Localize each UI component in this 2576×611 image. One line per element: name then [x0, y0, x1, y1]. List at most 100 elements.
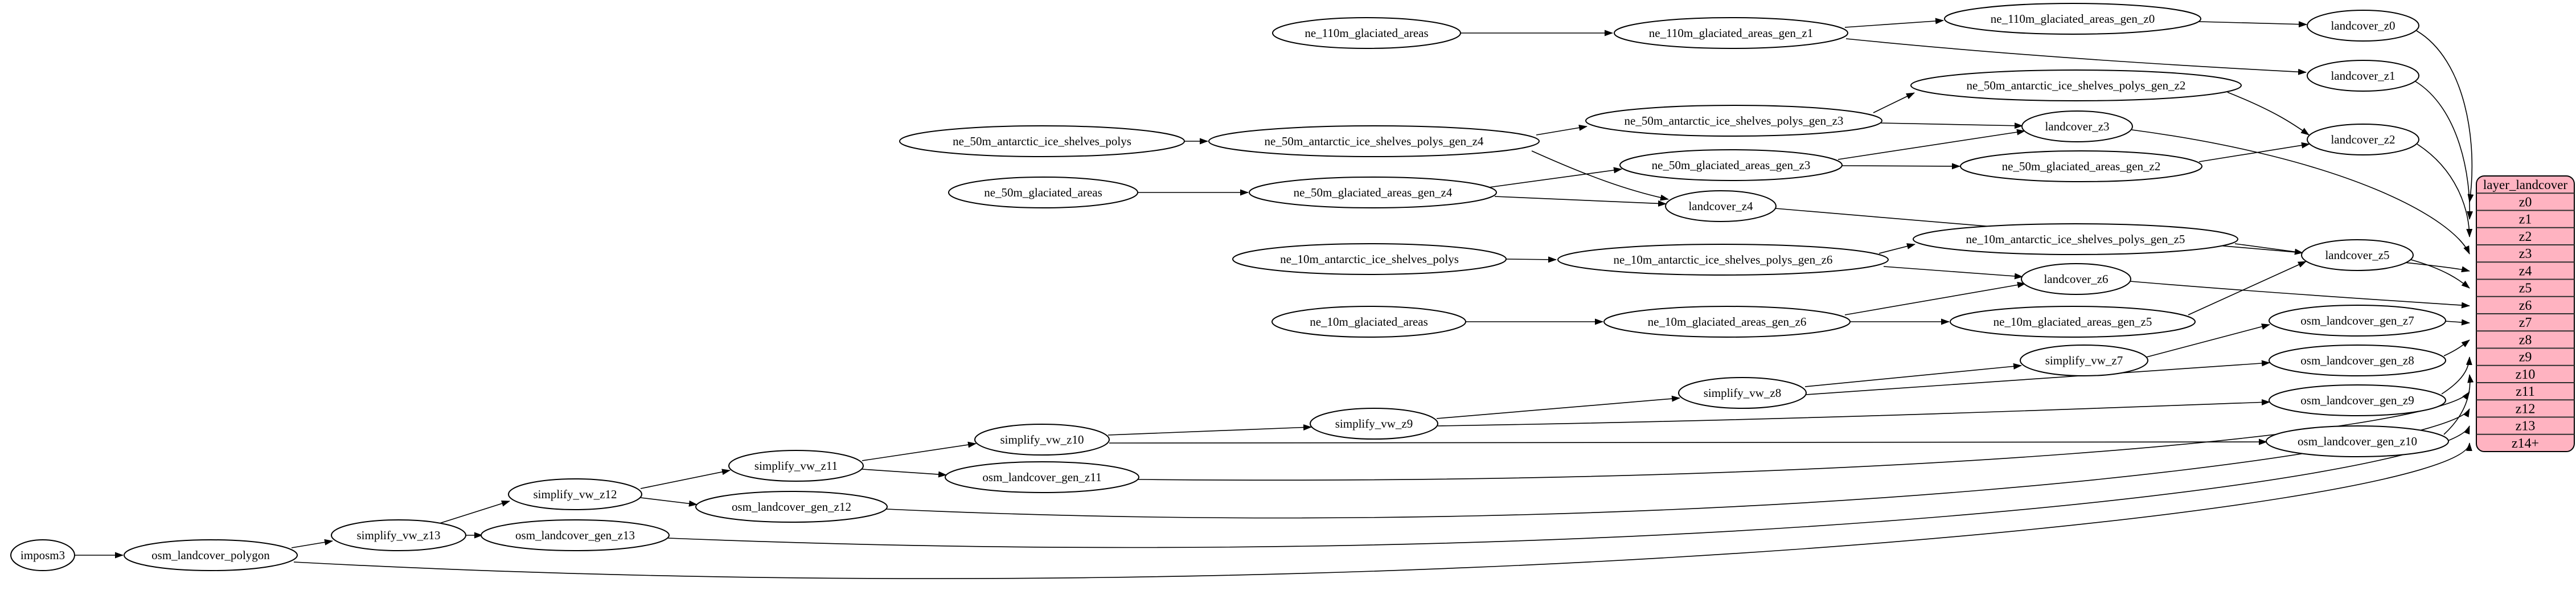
- edge-simplify_vw_z10-to-simplify_vw_z9: [1107, 424, 1312, 436]
- node-osm_landcover_gen_z10: osm_landcover_gen_z10: [2266, 425, 2449, 457]
- node-label-ne_50m_antarctic_ice_shelves_polys_gen_z2: ne_50m_antarctic_ice_shelves_polys_gen_z…: [1967, 79, 2186, 92]
- node-label-landcover_z4: landcover_z4: [1688, 199, 1753, 213]
- node-label-ne_50m_glaciated_areas_gen_z4: ne_50m_glaciated_areas_gen_z4: [1294, 186, 1453, 199]
- node-osm_landcover_gen_z8: osm_landcover_gen_z8: [2269, 345, 2446, 376]
- node-label-simplify_vw_z12: simplify_vw_z12: [534, 487, 617, 501]
- node-label-landcover_z0: landcover_z0: [2331, 19, 2395, 32]
- node-label-osm_landcover_gen_z7: osm_landcover_gen_z7: [2300, 314, 2414, 327]
- node-osm_landcover_gen_z7: osm_landcover_gen_z7: [2269, 305, 2446, 337]
- node-landcover_z6: landcover_z6: [2021, 263, 2131, 295]
- node-label-osm_landcover_polygon: osm_landcover_polygon: [151, 548, 270, 562]
- layer-table-row-z1: z1: [2519, 212, 2532, 227]
- node-simplify_vw_z12: simplify_vw_z12: [508, 478, 642, 510]
- node-label-ne_110m_glaciated_areas_gen_z1: ne_110m_glaciated_areas_gen_z1: [1649, 26, 1813, 40]
- node-ne_50m_glaciated_areas_gen_z3: ne_50m_glaciated_areas_gen_z3: [1619, 149, 1843, 181]
- edge-landcover_z2-to-row-z2: [2417, 143, 2473, 237]
- layer-table-row-z2: z2: [2519, 229, 2532, 244]
- edge-simplify_vw_z8-to-simplify_vw_z7: [1804, 363, 2022, 387]
- node-ne_50m_antarctic_ice_shelves_polys_gen_z4: ne_50m_antarctic_ice_shelves_polys_gen_z…: [1208, 125, 1540, 157]
- table-layer: layer_landcoverz0z1z2z3z4z5z6z7z8z9z10z1…: [2476, 175, 2575, 452]
- edge-simplify_vw_z9-to-simplify_vw_z8: [1436, 395, 1680, 419]
- node-label-simplify_vw_z9: simplify_vw_z9: [1335, 417, 1413, 430]
- edge-ne_110m_glaciated_areas_gen_z1-to-landcover_z1: [1845, 38, 2307, 75]
- node-layer: imposm3 osm_landcover_polygon simplify_vw_…: [10, 3, 2449, 571]
- layer-table-row-z0: z0: [2519, 195, 2532, 210]
- edge-simplify_vw_z8-to-osm_landcover_gen_z8: [1806, 360, 2270, 395]
- node-label-osm_landcover_gen_z9: osm_landcover_gen_z9: [2300, 393, 2414, 407]
- node-label-landcover_z2: landcover_z2: [2331, 133, 2395, 146]
- edge-landcover_z4-to-row-z4: [1775, 208, 2470, 273]
- edge-landcover_z5-to-row-z5: [2410, 259, 2470, 289]
- node-imposm3: imposm3: [10, 539, 75, 571]
- edge-osm_landcover_polygon-to-simplify_vw_z13: [291, 539, 333, 548]
- edge-landcover_z1-to-row-z1: [2415, 81, 2474, 220]
- edge-ne_50m_glaciated_areas_gen_z2-to-landcover_z2: [2198, 142, 2310, 162]
- node-simplify_vw_z10: simplify_vw_z10: [974, 424, 1110, 456]
- edge-simplify_vw_z11-to-simplify_vw_z10: [862, 441, 977, 461]
- node-ne_50m_glaciated_areas: ne_50m_glaciated_areas: [948, 177, 1138, 208]
- node-osm_landcover_polygon: osm_landcover_polygon: [124, 539, 298, 571]
- node-osm_landcover_gen_z12: osm_landcover_gen_z12: [695, 491, 888, 523]
- edge-landcover_z3-to-row-z3: [2131, 129, 2470, 255]
- node-osm_landcover_gen_z11: osm_landcover_gen_z11: [945, 461, 1139, 493]
- node-label-ne_50m_glaciated_areas_gen_z2: ne_50m_glaciated_areas_gen_z2: [2002, 159, 2161, 173]
- layer-table-row-z5: z5: [2519, 281, 2532, 296]
- node-osm_landcover_gen_z9: osm_landcover_gen_z9: [2269, 384, 2446, 416]
- node-simplify_vw_z8: simplify_vw_z8: [1678, 377, 1807, 409]
- layer-table-row-z14+: z14+: [2512, 436, 2539, 451]
- node-ne_50m_glaciated_areas_gen_z2: ne_50m_glaciated_areas_gen_z2: [1960, 150, 2202, 182]
- node-label-landcover_z5: landcover_z5: [2325, 248, 2389, 262]
- node-label-ne_50m_antarctic_ice_shelves_polys_gen_z3: ne_50m_antarctic_ice_shelves_polys_gen_z…: [1625, 114, 1844, 128]
- node-label-simplify_vw_z7: simplify_vw_z7: [2045, 354, 2123, 367]
- node-label-simplify_vw_z13: simplify_vw_z13: [357, 528, 441, 542]
- node-landcover_z2: landcover_z2: [2307, 124, 2419, 155]
- node-landcover_z0: landcover_z0: [2307, 10, 2419, 42]
- layer-table-row-z11: z11: [2516, 384, 2535, 399]
- node-label-osm_landcover_gen_z10: osm_landcover_gen_z10: [2298, 434, 2417, 448]
- node-label-ne_50m_glaciated_areas_gen_z3: ne_50m_glaciated_areas_gen_z3: [1652, 158, 1811, 172]
- node-label-osm_landcover_gen_z11: osm_landcover_gen_z11: [982, 470, 1101, 484]
- edge-simplify_vw_z12-to-simplify_vw_z11: [640, 469, 731, 489]
- node-label-ne_10m_glaciated_areas_gen_z6: ne_10m_glaciated_areas_gen_z6: [1648, 315, 1807, 329]
- layer-table-row-z12: z12: [2516, 401, 2536, 416]
- edge-simplify_vw_z7-to-osm_landcover_gen_z7: [2146, 323, 2270, 358]
- edge-ne_50m_antarctic_ice_shelves_polys_gen_z2-to-landcover_z2: [2227, 92, 2310, 136]
- edge-ne_50m_glaciated_areas_gen_z3-to-landcover_z3: [1837, 129, 2025, 160]
- edge-osm_landcover_gen_z12-to-row-z12: [885, 408, 2470, 519]
- node-label-ne_10m_antarctic_ice_shelves_polys: ne_10m_antarctic_ice_shelves_polys: [1280, 252, 1459, 266]
- edge-osm_landcover_gen_z8-to-row-z8: [2443, 339, 2470, 356]
- edge-ne_10m_antarctic_ice_shelves_polys_gen_z5-to-landcover_z5: [2234, 243, 2303, 255]
- layer-table-row-z9: z9: [2519, 350, 2532, 365]
- edge-ne_10m_antarctic_ice_shelves_polys_gen_z6-to-landcover_z6: [1883, 266, 2023, 280]
- node-label-imposm3: imposm3: [20, 548, 65, 562]
- node-simplify_vw_z11: simplify_vw_z11: [728, 450, 864, 482]
- node-ne_10m_glaciated_areas_gen_z6: ne_10m_glaciated_areas_gen_z6: [1603, 306, 1851, 338]
- node-ne_110m_glaciated_areas: ne_110m_glaciated_areas: [1272, 17, 1461, 49]
- layer-table-row-z4: z4: [2519, 264, 2532, 278]
- edge-simplify_vw_z9-to-osm_landcover_gen_z9: [1437, 399, 2270, 427]
- node-ne_50m_antarctic_ice_shelves_polys_gen_z2: ne_50m_antarctic_ice_shelves_polys_gen_z…: [1910, 69, 2242, 101]
- edge-ne_110m_glaciated_areas_gen_z0-to-landcover_z0: [2198, 21, 2307, 28]
- layer-table-row-z10: z10: [2516, 367, 2536, 382]
- edge-simplify_vw_z13-to-simplify_vw_z12: [439, 500, 510, 524]
- node-label-simplify_vw_z8: simplify_vw_z8: [1704, 386, 1782, 400]
- edge-osm_landcover_polygon-to-row-z14+: [293, 442, 2472, 579]
- node-ne_50m_antarctic_ice_shelves_polys: ne_50m_antarctic_ice_shelves_polys: [899, 125, 1185, 157]
- node-landcover_z4: landcover_z4: [1665, 190, 1777, 222]
- edge-simplify_vw_z12-to-osm_landcover_gen_z12: [640, 497, 698, 507]
- edge-ne_50m_antarctic_ice_shelves_polys_gen_z3-to-landcover_z3: [1880, 122, 2023, 129]
- edge-simplify_vw_z10-to-osm_landcover_gen_z10: [1109, 438, 2267, 445]
- edge-ne_50m_antarctic_ice_shelves_polys_gen_z3-to-ne_50m_antarctic_ice_shelves_polys_gen_z2: [1873, 92, 1915, 113]
- node-simplify_vw_z13: simplify_vw_z13: [331, 519, 466, 551]
- node-ne_10m_antarctic_ice_shelves_polys_gen_z6: ne_10m_antarctic_ice_shelves_polys_gen_z…: [1557, 244, 1889, 276]
- node-label-ne_50m_glaciated_areas: ne_50m_glaciated_areas: [984, 186, 1102, 199]
- edge-landcover_z6-to-row-z6: [2130, 281, 2470, 309]
- node-ne_10m_antarctic_ice_shelves_polys: ne_10m_antarctic_ice_shelves_polys: [1232, 243, 1507, 275]
- layer-table-row-z13: z13: [2516, 419, 2536, 434]
- node-osm_landcover_gen_z13: osm_landcover_gen_z13: [481, 519, 670, 551]
- edge-osm_landcover_gen_z10-to-row-z10: [2443, 374, 2474, 435]
- edge-ne_10m_glaciated_areas_gen_z6-to-landcover_z6: [1844, 281, 2026, 315]
- edge-ne_110m_glaciated_areas_gen_z1-to-ne_110m_glaciated_areas_gen_z0: [1844, 18, 1944, 28]
